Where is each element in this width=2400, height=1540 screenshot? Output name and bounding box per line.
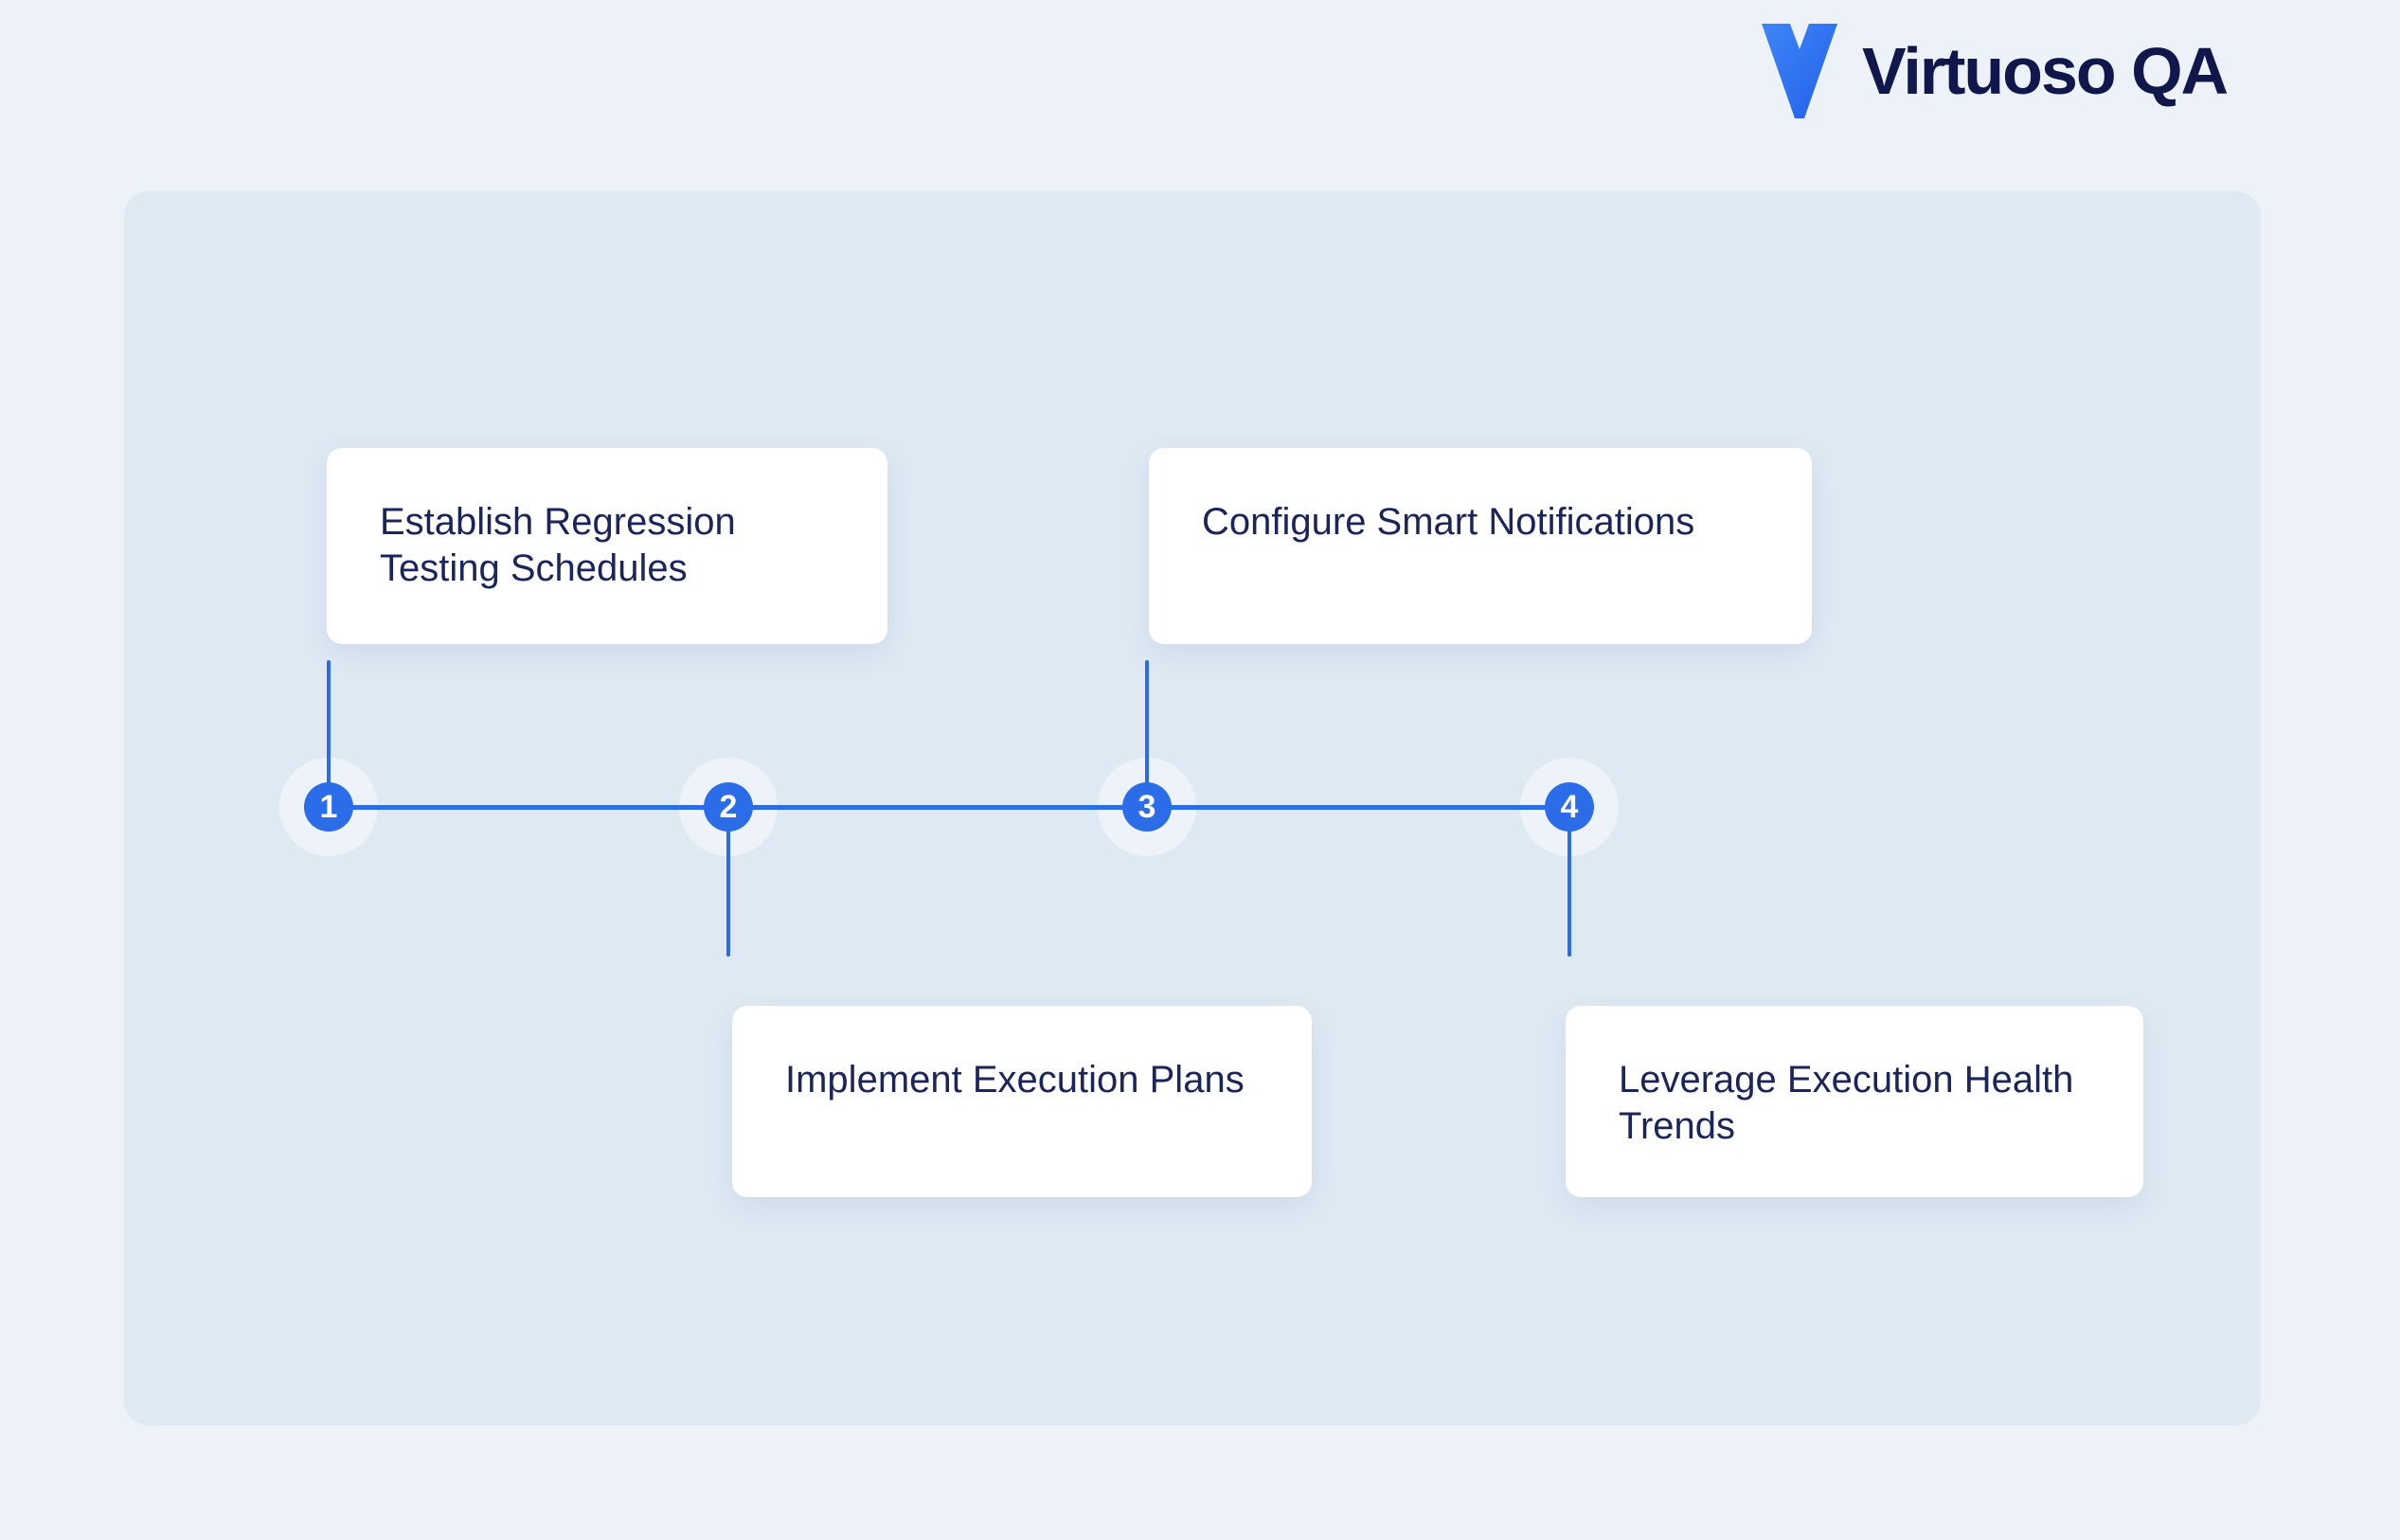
v-chevron-icon bbox=[1762, 24, 1837, 118]
connector-step-3 bbox=[1145, 660, 1149, 807]
step-card-4: Leverage Execution Health Trends bbox=[1566, 1006, 2143, 1197]
step-card-3: Configure Smart Notifications bbox=[1149, 448, 1812, 644]
step-label: Implement Execution Plans bbox=[785, 1059, 1245, 1101]
node-step-1: 1 bbox=[304, 782, 353, 832]
brand-name: Virtuoso QA bbox=[1862, 34, 2229, 108]
connector-step-4 bbox=[1567, 807, 1571, 957]
step-label: Leverage Execution Health Trends bbox=[1619, 1059, 2074, 1147]
node-number: 3 bbox=[1137, 788, 1156, 825]
node-number: 4 bbox=[1560, 788, 1579, 825]
node-step-4: 4 bbox=[1545, 782, 1594, 832]
node-number: 1 bbox=[319, 788, 338, 825]
step-label: Configure Smart Notifications bbox=[1202, 501, 1695, 543]
step-card-1: Establish Regression Testing Schedules bbox=[327, 448, 887, 644]
node-number: 2 bbox=[719, 788, 738, 825]
timeline-line bbox=[329, 805, 1569, 810]
connector-step-1 bbox=[327, 660, 331, 807]
node-step-2: 2 bbox=[704, 782, 753, 832]
node-step-3: 3 bbox=[1122, 782, 1172, 832]
connector-step-2 bbox=[726, 807, 730, 957]
brand-logo: Virtuoso QA bbox=[1762, 19, 2229, 123]
step-card-2: Implement Execution Plans bbox=[732, 1006, 1312, 1197]
step-label: Establish Regression Testing Schedules bbox=[380, 501, 736, 589]
